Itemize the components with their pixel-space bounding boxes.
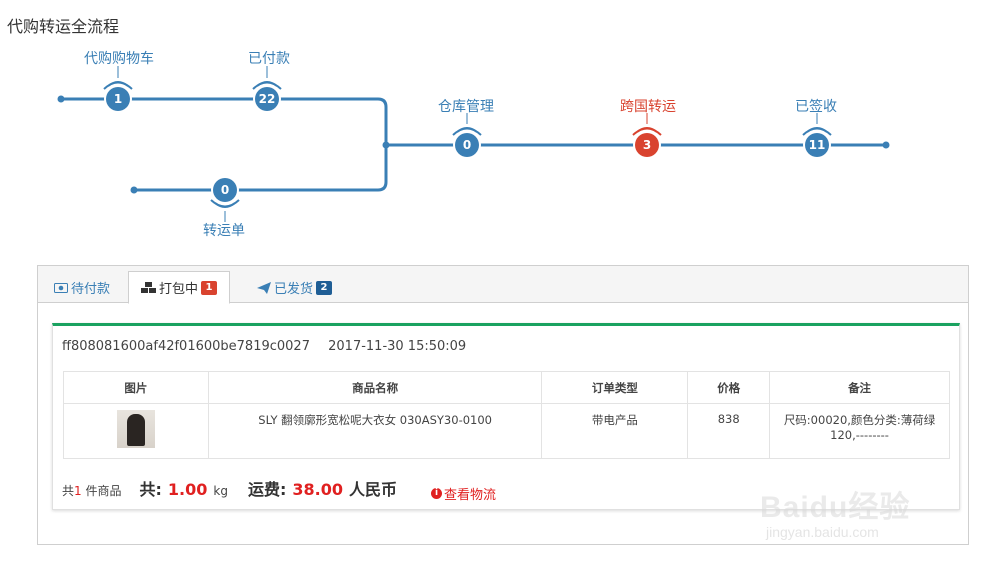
watermark-sub: jingyan.baidu.com: [766, 524, 879, 540]
flow-node-signed[interactable]: 11: [805, 133, 829, 157]
view-logistics-link[interactable]: i 查看物流: [431, 484, 496, 503]
count-prefix: 共: [62, 484, 75, 498]
page-title: 代购转运全流程: [7, 17, 120, 36]
note: 尺码:00020,颜色分类:薄荷绿 120,--------: [769, 403, 950, 459]
packing-count-badge: 1: [201, 280, 218, 295]
tab-label: 打包中: [159, 282, 199, 297]
column-header: 备注: [769, 371, 950, 404]
fee-unit: 人民币: [348, 480, 397, 499]
flow-node-warehouse[interactable]: 0: [455, 133, 479, 157]
cubes-icon: [141, 281, 156, 293]
flow-node-cart[interactable]: 1: [106, 87, 130, 111]
order-items-table: 图片 商品名称 订单类型 价格 备注 SLY 翻领廓形宽松呢大衣女 030ASY…: [63, 371, 950, 459]
table-row: SLY 翻领廓形宽松呢大衣女 030ASY30-0100 带电产品 838 尺码…: [63, 403, 950, 459]
watermark-main: Baidu经验: [760, 491, 911, 524]
tab-content: ff808081600af42f01600be7819c0027 2017-11…: [38, 302, 968, 544]
table-header-row: 图片 商品名称 订单类型 价格 备注: [63, 371, 950, 404]
flow-label-international[interactable]: 跨国转运: [620, 99, 676, 115]
flow-label-warehouse[interactable]: 仓库管理: [438, 99, 494, 115]
order-date: 2017-11-30 15:50:09: [328, 339, 467, 354]
weight-value: 1.00: [167, 480, 208, 499]
order-tabs: 待付款 打包中 1 已发货 2: [38, 266, 968, 304]
baidu-watermark: Baidu经验 jingyan.baidu.com: [760, 478, 945, 548]
flow-node-transfer[interactable]: 0: [213, 178, 237, 202]
order-header: ff808081600af42f01600be7819c0027 2017-11…: [62, 339, 466, 354]
shipped-count-badge: 2: [316, 280, 333, 295]
price: 838: [687, 403, 771, 459]
tab-shipped[interactable]: 已发货 2: [257, 271, 333, 304]
flow-label-transfer[interactable]: 转运单: [203, 223, 245, 239]
fee-label: 运费:: [247, 480, 287, 499]
column-header: 价格: [687, 371, 771, 404]
product-thumbnail[interactable]: [116, 410, 155, 448]
flow-node-paid[interactable]: 22: [255, 87, 279, 111]
flow-label-signed[interactable]: 已签收: [795, 99, 837, 115]
flow-diagram: [57, 66, 890, 222]
money-icon: [54, 282, 68, 293]
fee-value: 38.00: [292, 480, 343, 499]
flow-label-paid[interactable]: 已付款: [248, 51, 290, 67]
flow-label-cart[interactable]: 代购购物车: [84, 51, 154, 67]
count-suffix: 件商品: [85, 484, 122, 498]
order-type: 带电产品: [541, 403, 689, 459]
weight-label: 共:: [139, 480, 162, 499]
weight-unit: kg: [213, 484, 228, 498]
tab-packing[interactable]: 打包中 1: [128, 271, 231, 304]
tab-label: 待付款: [71, 282, 111, 297]
tab-pending-payment[interactable]: 待付款: [54, 271, 110, 304]
column-header: 商品名称: [207, 371, 543, 404]
column-header: 图片: [63, 371, 209, 404]
order-id: ff808081600af42f01600be7819c0027: [62, 339, 310, 354]
paper-plane-icon: [257, 281, 271, 294]
order-card: ff808081600af42f01600be7819c0027 2017-11…: [52, 323, 960, 510]
item-count: 1: [74, 484, 82, 498]
product-name: SLY 翻领廓形宽松呢大衣女 030ASY30-0100: [207, 403, 543, 459]
info-icon: i: [431, 487, 442, 499]
order-summary: 共1 件商品 共: 1.00 kg 运费: 38.00 人民币 i 查看物流: [62, 476, 496, 503]
product-image-cell: [63, 403, 209, 459]
flow-node-international[interactable]: 3: [635, 133, 659, 157]
tab-label: 已发货: [274, 282, 314, 297]
logistics-label: 查看物流: [444, 487, 497, 503]
orders-panel: 待付款 打包中 1 已发货 2 ff808081600af42f01600be7…: [37, 265, 969, 545]
column-header: 订单类型: [541, 371, 689, 404]
